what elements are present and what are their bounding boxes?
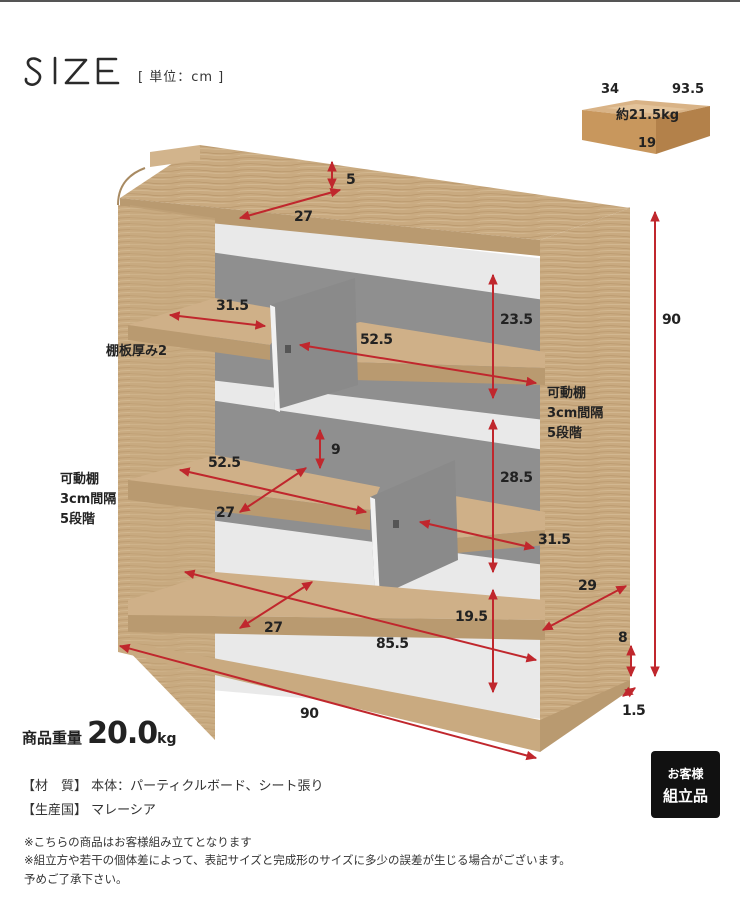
package-box: 34 93.5 約21.5kg 19 (576, 78, 716, 162)
spec-origin: 【生産国】 マレーシア (22, 803, 156, 818)
note-movable-left-line1: 可動棚 (60, 472, 100, 487)
dim-base-height: 8 (618, 630, 628, 646)
assembly-badge: お客様 組立品 (651, 751, 720, 818)
dim-upper-center-width: 52.5 (360, 332, 393, 348)
note-movable-left-line2: 3cm間隔 (60, 492, 117, 507)
spec-material: 【材 質】 本体：パーティクルボード、シート張り (22, 779, 324, 794)
dim-height-total: 90 (662, 312, 681, 328)
box-width: 34 (601, 82, 620, 97)
note-movable-left-line3: 5段階 (60, 512, 96, 527)
top-border (0, 0, 740, 2)
dim-upper-gap: 23.5 (500, 312, 533, 328)
note-movable-right: 可動棚 3cm間隔 5段階 (547, 384, 603, 444)
dim-lower-gap-small: 9 (331, 442, 341, 458)
note-movable-right-line3: 5段階 (547, 426, 583, 441)
dim-bottom-depth: 27 (264, 620, 283, 636)
dimension-arrows (118, 160, 660, 761)
note-movable-left: 可動棚 3cm間隔 5段階 (60, 470, 116, 530)
product-weight: 商品重量 20.0kg (22, 716, 176, 751)
dim-top-edge: 5 (346, 172, 356, 188)
unit-note: [ 単位：cm ] (138, 70, 225, 85)
dim-base-thickness: 1.5 (622, 703, 646, 719)
weight-label: 商品重量 (22, 729, 83, 747)
dim-bottom-width: 85.5 (376, 636, 409, 652)
box-length: 93.5 (672, 82, 705, 97)
dim-side-depth: 29 (578, 578, 597, 594)
footnote-3: 予めご了承下さい。 (24, 872, 128, 886)
note-shelf-thickness: 棚板厚み2 (106, 344, 168, 359)
box-weight: 約21.5kg (616, 108, 680, 123)
dim-top-depth: 27 (294, 209, 313, 225)
dim-lower-right-width: 31.5 (538, 532, 571, 548)
dim-width-total: 90 (300, 706, 319, 722)
footnote-2: ※組立方や若干の個体差によって、表記サイズと完成形のサイズに多少の誤差が生じる場… (24, 853, 571, 867)
box-height: 19 (638, 136, 657, 151)
dim-bottom-gap: 19.5 (455, 609, 488, 625)
right-side-panel (540, 208, 630, 752)
dim-upper-left-width: 31.5 (216, 298, 249, 314)
dim-lower-depth: 27 (216, 505, 235, 521)
dim-lower-gap: 28.5 (500, 470, 533, 486)
dim-lower-left-width: 52.5 (208, 455, 241, 471)
weight-value: 20.0 (87, 716, 158, 751)
box-icon (582, 100, 710, 154)
note-movable-right-line1: 可動棚 (547, 386, 587, 401)
note-movable-right-line2: 3cm間隔 (547, 406, 604, 421)
weight-unit: kg (157, 731, 177, 747)
badge-line1: お客様 (667, 767, 704, 781)
footnote-1: ※こちらの商品はお客様組み立てとなります (24, 835, 252, 849)
top-board (120, 145, 630, 240)
badge-line2: 組立品 (662, 787, 708, 805)
lower-divider (370, 460, 458, 598)
size-logo (24, 56, 120, 86)
